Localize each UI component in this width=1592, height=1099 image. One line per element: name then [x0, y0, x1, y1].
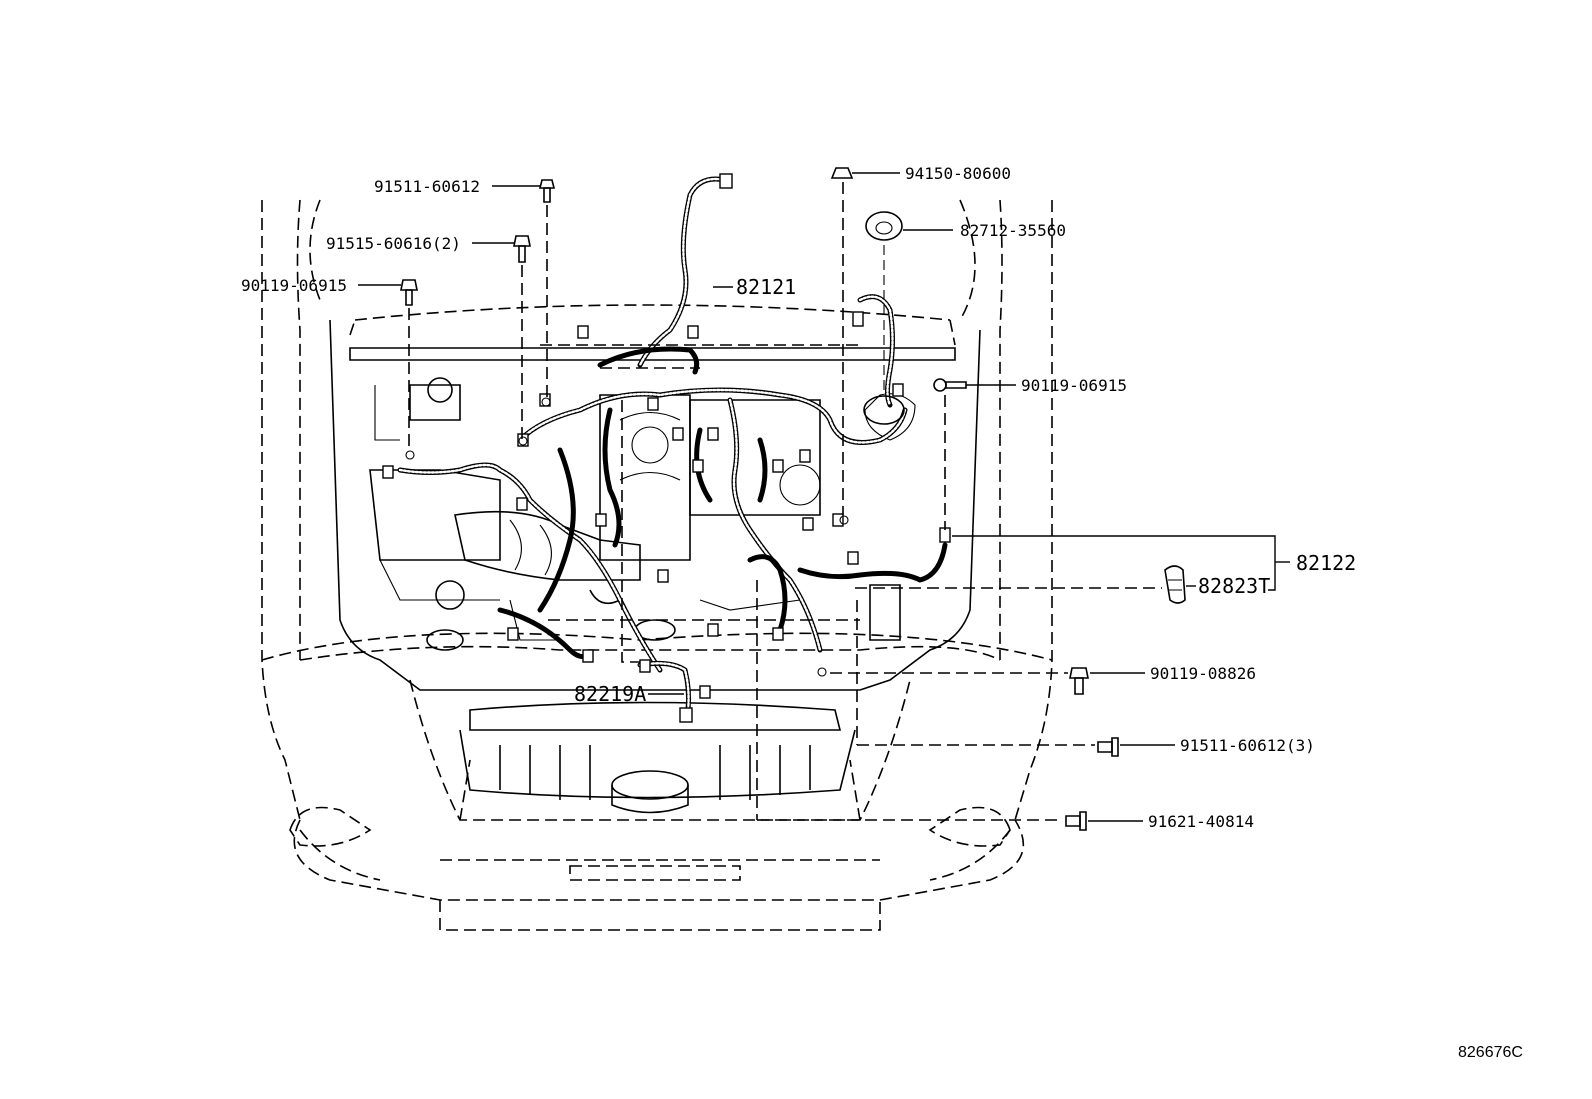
vehicle-body-outline — [261, 199, 1053, 931]
fasteners — [400, 167, 1119, 831]
leader-lines — [358, 172, 1290, 822]
bolt-icon — [1097, 737, 1119, 757]
part-label-91515-60616: 91515-60616(2) — [326, 234, 461, 253]
engine-components — [369, 377, 916, 651]
part-label-90119-08826: 90119-08826 — [1150, 664, 1256, 683]
harness-82121 — [577, 173, 733, 375]
part-label-90119-06915-left: 90119-06915 — [241, 276, 347, 295]
reference-lines — [408, 182, 1162, 821]
bolt-icon — [513, 235, 531, 263]
part-label-91511-60612: 91511-60612 — [374, 177, 480, 196]
part-label-91621-40814: 91621-40814 — [1148, 812, 1254, 831]
part-label-82219a: 82219A — [574, 682, 646, 706]
bolt-icon — [538, 179, 556, 203]
grommet-82712 — [863, 211, 905, 425]
part-label-82121: 82121 — [736, 275, 796, 299]
bolt-icon — [400, 279, 418, 306]
nut-icon — [830, 167, 854, 179]
harness-82219a — [637, 659, 711, 723]
bolt-icon — [1065, 811, 1087, 831]
clamp-82823t — [1164, 565, 1186, 604]
harness-82122 — [382, 294, 951, 673]
bolt-icon — [933, 378, 967, 392]
part-label-91511-60612-3: 91511-60612(3) — [1180, 736, 1315, 755]
part-label-90119-06915-right: 90119-06915 — [1021, 376, 1127, 395]
bolt-icon — [1069, 667, 1089, 695]
part-label-82823t: 82823T — [1198, 574, 1270, 598]
engine-bay-frame — [329, 304, 981, 814]
part-label-94150-80600: 94150-80600 — [905, 164, 1011, 183]
part-label-82712-35560: 82712-35560 — [960, 221, 1066, 240]
part-labels: 91511-60612 91515-60616(2) 90119-06915 9… — [241, 164, 1356, 831]
part-label-82122: 82122 — [1296, 551, 1356, 575]
figure-reference: 826676C — [1458, 1044, 1523, 1061]
